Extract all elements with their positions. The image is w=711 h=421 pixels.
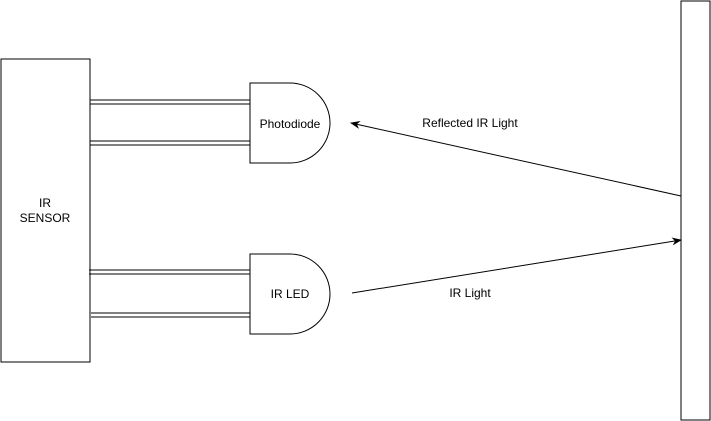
- photodiode-label: Photodiode: [260, 117, 321, 131]
- photodiode-leads: [90, 99, 250, 146]
- ir-led-label: IR LED: [271, 287, 310, 301]
- photodiode-shape[interactable]: [249, 82, 331, 164]
- ir-light-arrow: [351, 237, 682, 294]
- ir-led-leads: [89, 269, 250, 318]
- ir-light-label: IR Light: [449, 286, 491, 300]
- reflected-ir-light-arrow: [350, 121, 682, 197]
- ir-led-shape[interactable]: [249, 253, 331, 335]
- reflector-surface[interactable]: [680, 0, 711, 421]
- ir-sensor-label-line1: IR: [39, 196, 51, 210]
- reflected-ir-light-label: Reflected IR Light: [422, 116, 518, 130]
- ir-sensor-block[interactable]: [0, 58, 91, 363]
- ir-sensor-label-line2: SENSOR: [20, 211, 71, 225]
